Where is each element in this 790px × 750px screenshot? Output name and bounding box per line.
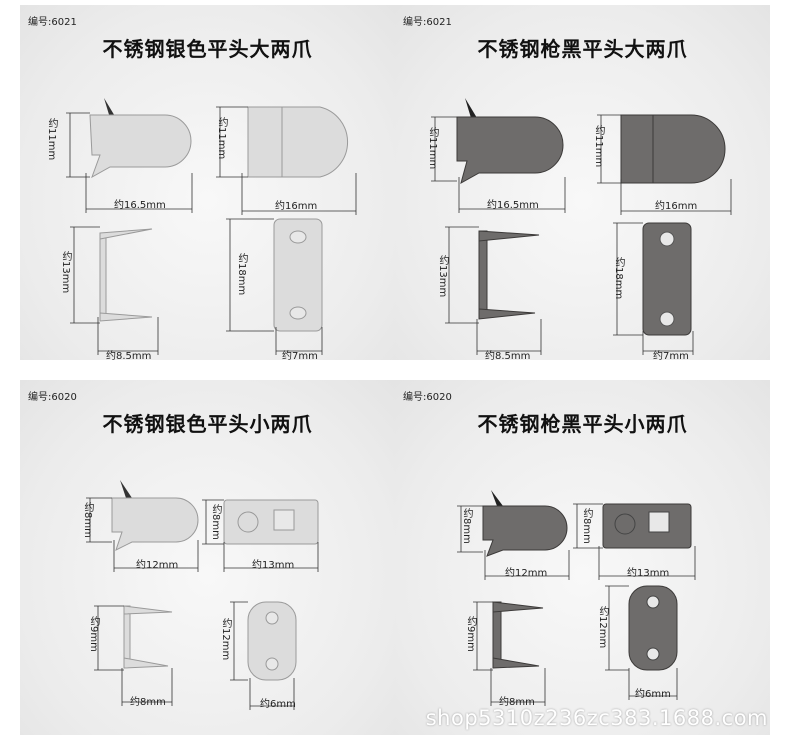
width-label-a: 约16.5mm — [487, 200, 539, 211]
dimension-a — [66, 112, 193, 213]
width-label-b: 约16mm — [275, 201, 318, 212]
dimension-b — [597, 114, 732, 215]
width-label-d: 约7mm — [653, 351, 689, 360]
height-label-a: 约8mm — [461, 508, 472, 544]
product-code: 编号:6021 — [403, 17, 452, 28]
prong-part-c — [99, 228, 153, 322]
plate-part-d — [273, 218, 323, 332]
width-label-a: 约16.5mm — [114, 200, 166, 211]
dimension-b — [202, 499, 319, 572]
prong-part-c — [478, 230, 540, 320]
product-title: 不锈钢枪黑平头大两爪 — [477, 37, 688, 61]
width-label-c: 约8mm — [130, 697, 166, 708]
dimension-c — [473, 601, 546, 706]
width-label-b: 约13mm — [627, 568, 670, 579]
width-label-d: 约6mm — [260, 699, 296, 710]
height-label-d: 约12mm — [220, 618, 231, 661]
prong-part-c — [123, 605, 173, 669]
hook-part-a — [456, 98, 564, 185]
dimension-c — [445, 226, 542, 355]
dimension-c — [70, 226, 159, 355]
width-label-b: 约13mm — [252, 560, 295, 571]
height-label-a: 约11mm — [46, 118, 57, 161]
shop-watermark: shop5310z236zc383.1688.com — [425, 706, 768, 730]
height-label-a: 约8mm — [82, 502, 93, 538]
height-label-c: 约13mm — [437, 255, 448, 298]
height-label-b: 约11mm — [216, 117, 227, 160]
height-label-b: 约8mm — [581, 508, 592, 544]
product-panel-6021-silver: 编号:6021 不锈钢银色平头大两爪 — [20, 5, 395, 360]
hook-part-b — [620, 114, 726, 184]
hook-part-a — [482, 490, 568, 557]
hook-part-b — [602, 503, 692, 549]
hook-part-a — [111, 480, 199, 551]
width-label-a: 约12mm — [136, 560, 179, 571]
dimension-b — [573, 503, 696, 580]
width-label-d: 约6mm — [635, 689, 671, 700]
height-label-d: 约18mm — [613, 257, 624, 300]
product-code: 编号:6020 — [28, 392, 77, 403]
dimension-a — [457, 505, 570, 580]
plate-part-d — [642, 222, 692, 336]
prong-part-c — [492, 601, 544, 669]
dimension-d — [226, 218, 323, 355]
dimension-d — [613, 222, 694, 355]
height-label-c: 约13mm — [60, 251, 71, 294]
product-panel-6020-silver: 编号:6020 不锈钢银色平头小两爪 — [20, 380, 395, 735]
dimension-d — [605, 585, 678, 700]
dimension-a — [86, 497, 199, 572]
height-label-c: 约9mm — [88, 616, 99, 652]
plate-part-d — [628, 585, 678, 671]
dimension-b — [216, 106, 357, 215]
width-label-c: 约8.5mm — [485, 351, 531, 360]
product-title: 不锈钢枪黑平头小两爪 — [477, 412, 688, 436]
product-illustration — [457, 490, 696, 706]
product-title: 不锈钢银色平头大两爪 — [102, 37, 313, 61]
product-illustration — [66, 98, 357, 355]
height-label-c: 约9mm — [465, 616, 476, 652]
height-label-d: 约12mm — [597, 606, 608, 649]
plate-part-d — [247, 601, 297, 681]
product-illustration — [431, 98, 732, 355]
product-code: 编号:6020 — [403, 392, 452, 403]
width-label-c: 约8mm — [499, 697, 535, 708]
product-panel-6020-gunmetal: 编号:6020 不锈钢枪黑平头小两爪 — [395, 380, 770, 735]
hook-part-a — [89, 98, 192, 179]
product-panel-6021-gunmetal: 编号:6021 不锈钢枪黑平头大两爪 — [395, 5, 770, 360]
product-title: 不锈钢银色平头小两爪 — [102, 412, 313, 436]
hook-part-b — [223, 499, 319, 545]
dimension-a — [431, 116, 566, 213]
height-label-b: 约8mm — [210, 504, 221, 540]
height-label-b: 约11mm — [593, 125, 604, 168]
dimension-d — [230, 601, 295, 710]
width-label-a: 约12mm — [505, 568, 548, 579]
height-label-d: 约18mm — [236, 253, 247, 296]
height-label-a: 约11mm — [427, 127, 438, 170]
hook-part-b — [247, 106, 349, 178]
dimension-c — [94, 605, 173, 706]
product-code: 编号:6021 — [28, 17, 77, 28]
width-label-b: 约16mm — [655, 201, 698, 212]
width-label-d: 约7mm — [282, 351, 318, 360]
width-label-c: 约8.5mm — [106, 351, 152, 360]
product-illustration — [86, 480, 319, 710]
